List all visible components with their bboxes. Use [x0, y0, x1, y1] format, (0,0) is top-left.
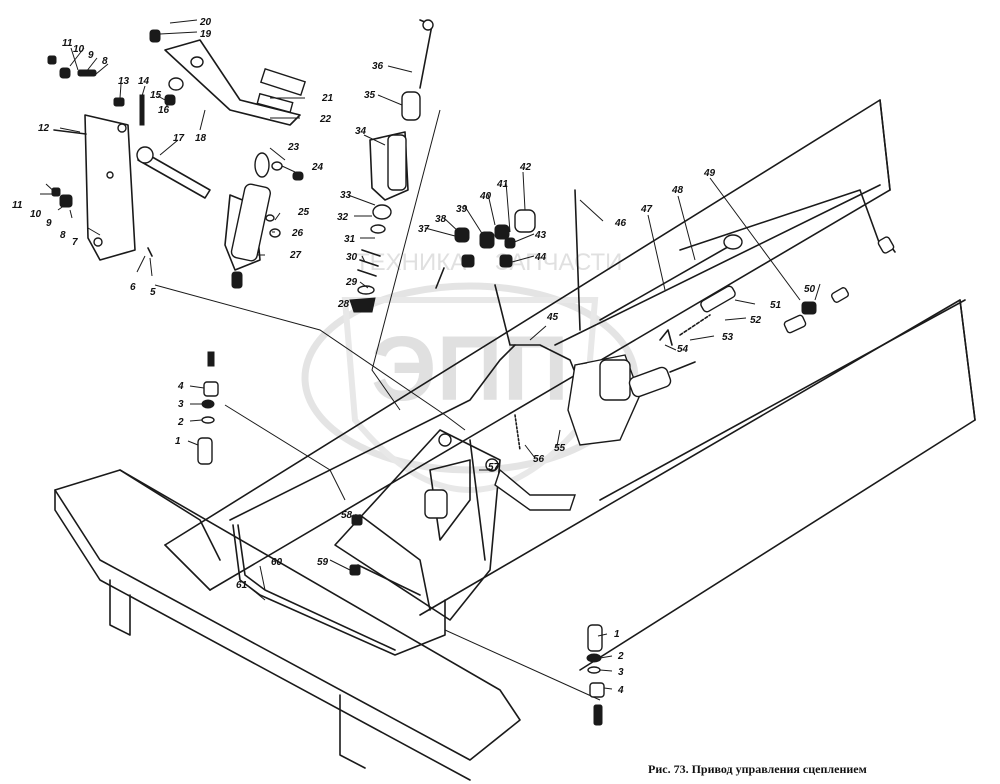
- callout-32: 32: [337, 212, 349, 223]
- callout-5: 5: [150, 287, 156, 298]
- pneumatic-booster: [514, 285, 850, 451]
- callout-21: 21: [321, 93, 334, 104]
- callout-3b: 3: [618, 667, 624, 678]
- callout-24: 24: [311, 162, 324, 173]
- callout-28: 28: [337, 299, 350, 310]
- callout-15: 15: [150, 90, 162, 101]
- callout-7: 7: [72, 237, 78, 248]
- callout-1a: 1: [175, 436, 181, 447]
- callout-25: 25: [297, 207, 310, 218]
- callout-54: 54: [677, 344, 689, 355]
- callout-47: 47: [640, 204, 653, 215]
- callout-33: 33: [340, 190, 352, 201]
- callout-37: 37: [418, 224, 430, 235]
- hydraulic-lines: [154, 109, 896, 701]
- callout-4b: 4: [617, 685, 624, 696]
- callout-markers: [187, 385, 613, 690]
- callout-12: 12: [38, 123, 50, 134]
- callout-51: 51: [770, 300, 782, 311]
- callout-58: 58: [341, 510, 353, 521]
- fitting-stack-right: [586, 624, 605, 726]
- callout-61: 61: [236, 580, 248, 591]
- callout-46: 46: [614, 218, 627, 229]
- callout-49: 49: [703, 168, 716, 179]
- callout-45: 45: [546, 312, 559, 323]
- callout-41: 41: [496, 179, 509, 190]
- callout-60: 60: [271, 557, 283, 568]
- fitting-stack-left: [197, 351, 219, 465]
- callout-52: 52: [750, 315, 762, 326]
- callout-26: 26: [291, 228, 304, 239]
- callout-leaders: [40, 19, 821, 601]
- callout-34: 34: [355, 126, 367, 137]
- callout-44: 44: [534, 252, 547, 263]
- callout-8a: 8: [102, 56, 108, 67]
- callout-43: 43: [534, 230, 547, 241]
- callout-48: 48: [671, 185, 684, 196]
- callout-18: 18: [195, 133, 207, 144]
- callout-55: 55: [554, 443, 566, 454]
- callout-39: 39: [456, 204, 468, 215]
- callout-10b: 10: [30, 209, 42, 220]
- callout-40: 40: [479, 191, 492, 202]
- callout-3a: 3: [178, 399, 184, 410]
- chassis-frame: [164, 99, 976, 671]
- callout-8b: 8: [60, 230, 66, 241]
- callout-53: 53: [722, 332, 734, 343]
- callout-23: 23: [287, 142, 300, 153]
- pedal-bracket-assembly: [47, 29, 307, 261]
- figure-caption: Рис. 73. Привод управления сцеплением: [648, 762, 867, 776]
- callout-50: 50: [804, 284, 816, 295]
- master-cylinder: [224, 152, 304, 289]
- callout-31: 31: [344, 234, 356, 245]
- callout-36: 36: [372, 61, 384, 72]
- callout-20: 20: [199, 17, 212, 28]
- callout-10a: 10: [73, 44, 85, 55]
- callout-38: 38: [435, 214, 447, 225]
- valve-parts: [435, 209, 536, 289]
- callout-42: 42: [519, 162, 532, 173]
- callout-35: 35: [364, 90, 376, 101]
- callout-56: 56: [533, 454, 545, 465]
- callout-13: 13: [118, 76, 130, 87]
- callout-labels: 20 19 11 10 9 8 13 14 15 16 17 18 12 11 …: [12, 17, 816, 696]
- callout-59: 59: [317, 557, 329, 568]
- callout-11a: 11: [62, 38, 73, 49]
- callout-57: 57: [488, 462, 500, 473]
- watermark-line2: ЗАПЧАСТИ: [495, 249, 622, 276]
- callout-1b: 1: [614, 629, 620, 640]
- reservoir-assembly: [349, 19, 434, 313]
- callout-19: 19: [200, 29, 212, 40]
- callout-14: 14: [138, 76, 150, 87]
- callout-11b: 11: [12, 200, 23, 211]
- front-cross-member: [54, 469, 521, 781]
- callout-6: 6: [130, 282, 136, 293]
- callout-16: 16: [158, 105, 170, 116]
- callout-17: 17: [173, 133, 185, 144]
- callout-2b: 2: [617, 651, 624, 662]
- watermark-logo-text: ЭПП: [371, 318, 569, 420]
- callout-9a: 9: [88, 50, 94, 61]
- callout-4a: 4: [177, 381, 184, 392]
- callout-2a: 2: [177, 417, 184, 428]
- callout-29: 29: [345, 277, 358, 288]
- callout-22: 22: [319, 114, 332, 125]
- pedal-lower-assembly: [334, 429, 576, 621]
- callout-30: 30: [346, 252, 358, 263]
- callout-27: 27: [289, 250, 302, 261]
- callout-9b: 9: [46, 218, 52, 229]
